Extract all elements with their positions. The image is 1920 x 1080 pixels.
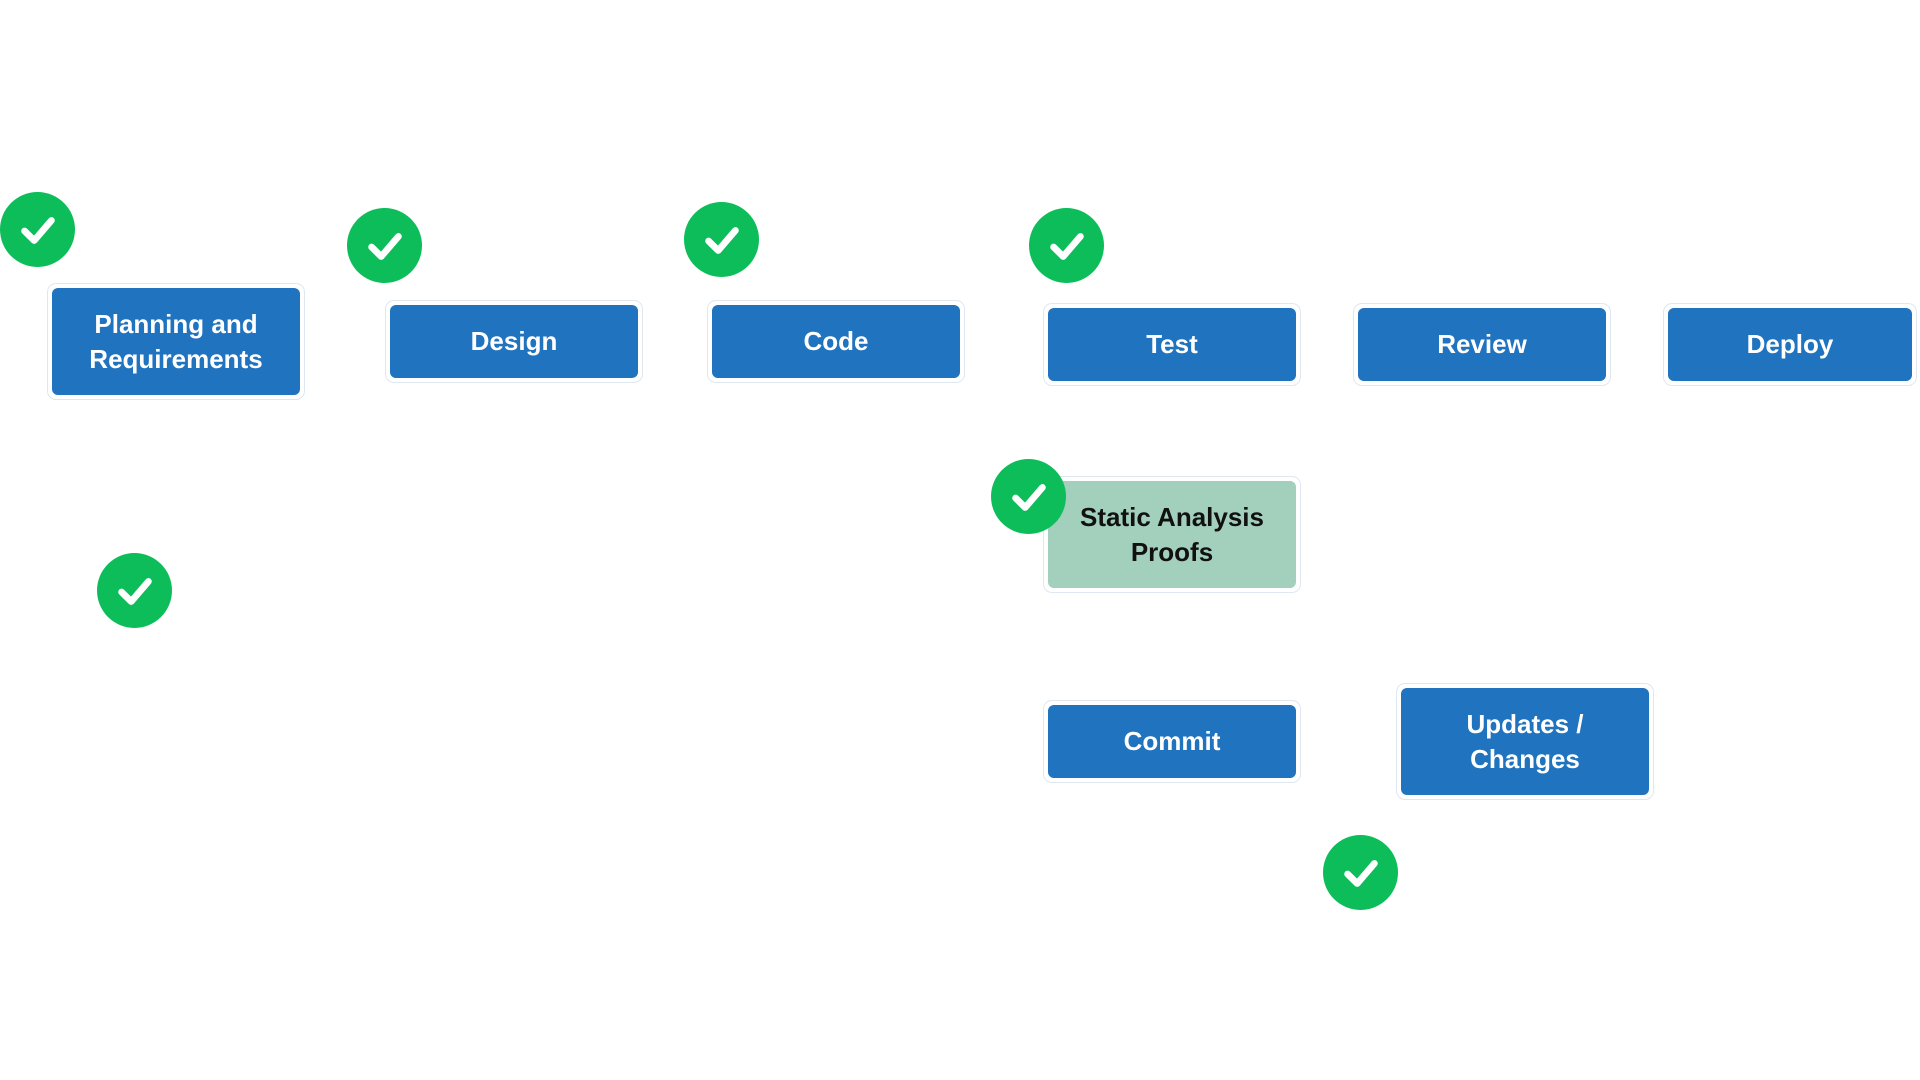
- deploy-node[interactable]: Deploy: [1668, 308, 1912, 381]
- check-icon: [97, 553, 172, 628]
- design-node[interactable]: Design: [390, 305, 638, 378]
- commit-node-frame: Commit: [1043, 700, 1301, 783]
- check-icon: [684, 202, 759, 277]
- check-icon: [0, 192, 75, 267]
- check-mark-glyph: [1049, 232, 1084, 260]
- commit-node[interactable]: Commit: [1048, 705, 1296, 778]
- check-mark-glyph: [1343, 859, 1378, 887]
- check-mark-glyph: [704, 226, 739, 254]
- review-node-frame: Review: [1353, 303, 1611, 386]
- code-node[interactable]: Code: [712, 305, 960, 378]
- code-node-frame: Code: [707, 300, 965, 383]
- deploy-node-frame: Deploy: [1663, 303, 1917, 386]
- check-mark-glyph: [367, 232, 402, 260]
- test-node[interactable]: Test: [1048, 308, 1296, 381]
- planning-node[interactable]: Planning and Requirements: [52, 288, 300, 395]
- check-icon: [991, 459, 1066, 534]
- check-mark-glyph: [1011, 483, 1046, 511]
- test-node-frame: Test: [1043, 303, 1301, 386]
- check-mark-glyph: [20, 216, 55, 244]
- static-analysis-node-frame: Static Analysis Proofs: [1043, 476, 1301, 593]
- check-icon: [1029, 208, 1104, 283]
- updates-node-frame: Updates / Changes: [1396, 683, 1654, 800]
- check-icon: [347, 208, 422, 283]
- updates-node[interactable]: Updates / Changes: [1401, 688, 1649, 795]
- check-icon: [1323, 835, 1398, 910]
- review-node[interactable]: Review: [1358, 308, 1606, 381]
- design-node-frame: Design: [385, 300, 643, 383]
- check-mark-glyph: [117, 577, 152, 605]
- static-analysis-node[interactable]: Static Analysis Proofs: [1048, 481, 1296, 588]
- planning-node-frame: Planning and Requirements: [47, 283, 305, 400]
